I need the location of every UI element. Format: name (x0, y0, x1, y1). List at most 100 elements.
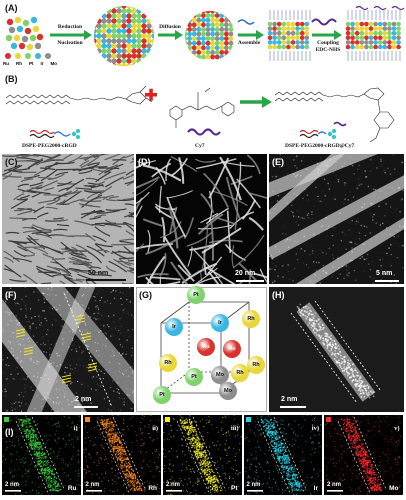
lattice-dot (311, 250, 314, 252)
lattice-dot (81, 401, 84, 403)
reagent2-caption: Cy7 (195, 143, 205, 149)
lattice-dot (123, 398, 126, 400)
signal-dot (290, 428, 292, 430)
atom-dot (136, 33, 142, 39)
signal-dot (296, 485, 298, 487)
lattice-dot (328, 228, 330, 230)
signal-dot (295, 493, 297, 495)
signal-dot (31, 442, 34, 445)
signal-dot (68, 435, 70, 437)
signal-dot (199, 459, 202, 461)
signal-dot (31, 481, 33, 483)
signal-dot (284, 460, 287, 462)
signal-dot (84, 426, 86, 428)
lattice-dot (97, 354, 100, 357)
nanowire (177, 264, 195, 282)
signal-dot (304, 440, 306, 442)
signal-dot (141, 415, 143, 417)
scale-bar (5, 490, 21, 492)
signal-dot (191, 424, 193, 427)
lattice-dot (346, 365, 349, 368)
signal-dot (222, 416, 224, 419)
nanowire (31, 191, 43, 198)
signal-dot (214, 484, 217, 487)
signal-dot (182, 450, 184, 452)
signal-dot (143, 425, 145, 427)
lattice-dot (302, 262, 304, 264)
atom-label: Mo (216, 372, 224, 378)
nanowire (142, 218, 163, 227)
signal-dot (46, 482, 48, 485)
lattice-dot (117, 389, 120, 391)
atom-dot (210, 31, 215, 37)
signal-dot (268, 486, 270, 489)
signal-dot (167, 493, 169, 495)
nanowire (151, 162, 172, 178)
scale-bar-c (86, 279, 126, 281)
signal-dot (283, 428, 285, 430)
nanowire (122, 197, 134, 201)
nanowire (168, 206, 179, 249)
atom-dot (116, 63, 122, 66)
nanowire (194, 267, 218, 284)
signal-dot (100, 444, 102, 447)
signal-dot (119, 448, 122, 450)
lattice-dot (130, 314, 133, 316)
lattice-dot (91, 377, 93, 379)
signal-dot (164, 455, 166, 458)
signal-dot (205, 479, 208, 481)
signal-dot (208, 486, 210, 488)
signal-dot (156, 494, 158, 495)
atom-dot (272, 30, 277, 36)
lattice-dot (345, 370, 348, 373)
lattice-dot (350, 375, 353, 377)
nanowire (145, 276, 154, 284)
legend-mo: Mo (50, 61, 57, 66)
signal-dot (201, 466, 204, 468)
lattice-dot (372, 282, 374, 284)
guide-line (96, 420, 129, 494)
signal-dot (292, 484, 294, 486)
signal-dot (209, 469, 212, 471)
signal-dot (208, 479, 210, 482)
signal-dot (272, 427, 274, 429)
lattice-dot (82, 350, 84, 352)
signal-dot (156, 483, 158, 486)
signal-dot (281, 443, 283, 445)
signal-dot (224, 449, 226, 451)
signal-dot (189, 423, 192, 425)
atom-dot (146, 23, 152, 29)
signal-dot (163, 468, 165, 470)
signal-dot (27, 420, 30, 423)
lattice-dot (336, 356, 338, 359)
atom-dot (350, 44, 355, 50)
lattice-dot (302, 313, 305, 316)
atom-dot (111, 58, 117, 64)
signal-dot (29, 431, 31, 433)
nanowire (94, 243, 107, 254)
signal-dot (47, 466, 50, 469)
lattice-dot (23, 301, 25, 303)
lattice-dot (297, 216, 300, 218)
nanowire (18, 243, 35, 255)
lattice-dot (51, 324, 53, 326)
signal-dot (41, 451, 44, 453)
signal-dot (128, 462, 130, 465)
lattice-dot (348, 376, 351, 379)
lattice-dot (280, 190, 282, 193)
lattice-dot (326, 345, 329, 348)
nanowire (200, 272, 203, 284)
nanowire (36, 267, 54, 278)
signal-dot (204, 457, 207, 459)
nanowire (58, 187, 72, 192)
signal-dot (189, 432, 191, 435)
signal-dot (83, 468, 85, 471)
signal-dot (101, 446, 103, 448)
signal-dot (29, 491, 31, 493)
signal-dot (25, 430, 27, 432)
lattice-dot (317, 168, 320, 171)
signal-dot (115, 483, 117, 485)
signal-dot (189, 421, 191, 424)
color-swatch (84, 417, 90, 422)
signal-dot (135, 440, 137, 442)
